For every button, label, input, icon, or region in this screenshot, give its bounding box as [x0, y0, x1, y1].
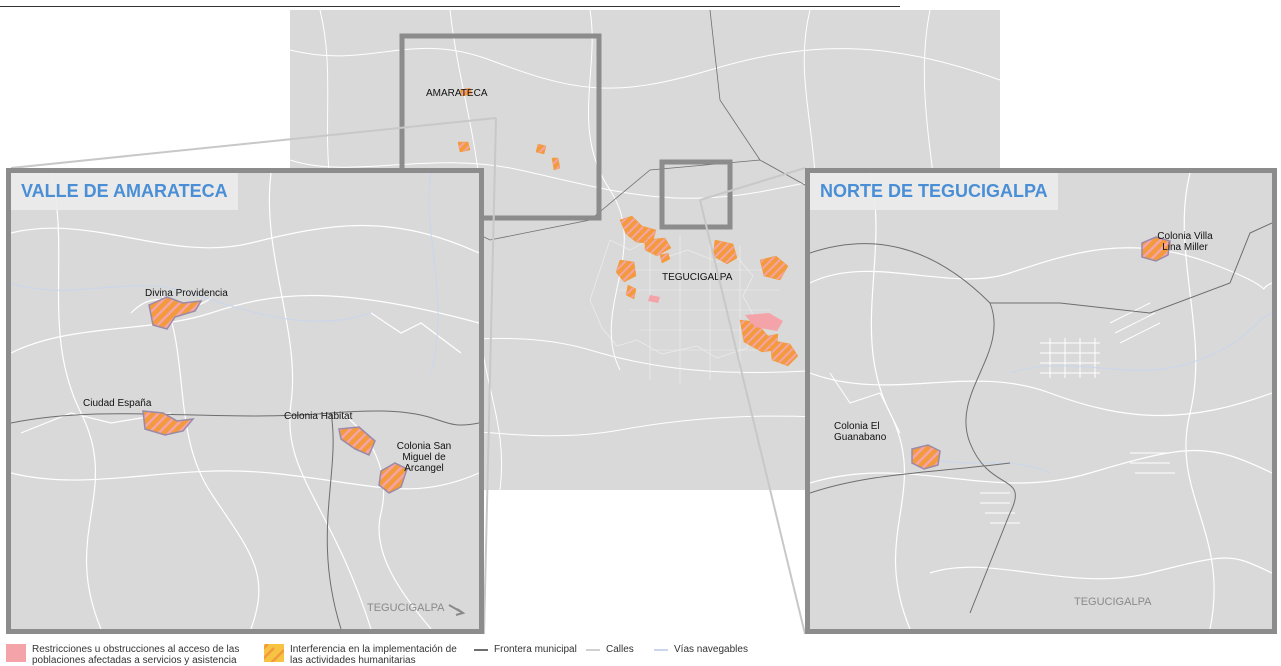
- legend-streets: Calles: [586, 644, 634, 655]
- legend-streets-line: [586, 649, 600, 651]
- inset-left-title: VALLE DE AMARATECA: [11, 173, 238, 210]
- legend: Restricciones u obstrucciones al acceso …: [6, 644, 1276, 666]
- legend-waterways-label: Vías navegables: [674, 644, 748, 655]
- legend-municipal-border: Frontera municipal: [474, 644, 577, 655]
- legend-waterways: Vías navegables: [654, 644, 748, 655]
- place-colonia-el-guanabano: Colonia El Guanabano: [834, 421, 887, 443]
- legend-border-label: Frontera municipal: [494, 644, 577, 655]
- legend-streets-label: Calles: [606, 644, 634, 655]
- map-label-tegucigalpa: TEGUCIGALPA: [662, 272, 733, 283]
- inset-norte-de-tegucigalpa[interactable]: NORTE DE TEGUCIGALPA Colonia Villa Lina …: [805, 168, 1277, 634]
- inset-valle-de-amarateca[interactable]: VALLE DE AMARATECA Divina Providencia Ci…: [6, 168, 484, 634]
- legend-interference: Interferencia en la implementación de la…: [264, 644, 464, 666]
- place-colonia-san-miguel: Colonia San Miguel de Arcangel: [396, 441, 452, 474]
- legend-restrictions: Restricciones u obstrucciones al acceso …: [6, 644, 254, 666]
- inset-right-roads: [810, 173, 1272, 629]
- map-label-amarateca: AMARATECA: [426, 88, 488, 99]
- top-rule: [0, 6, 900, 7]
- legend-interference-swatch: [264, 644, 284, 662]
- place-colonia-habitat: Colonia Habitat: [284, 411, 353, 422]
- legend-border-line: [474, 649, 488, 651]
- area-label-tegucigalpa: TEGUCIGALPA: [1074, 596, 1152, 608]
- direction-label-tegucigalpa: TEGUCIGALPA: [367, 602, 445, 614]
- legend-waterways-line: [654, 649, 668, 651]
- legend-restrictions-swatch: [6, 644, 26, 662]
- place-ciudad-espana: Ciudad España: [83, 398, 152, 409]
- place-divina-providencia: Divina Providencia: [145, 288, 228, 299]
- legend-interference-label: Interferencia en la implementación de la…: [290, 644, 457, 666]
- place-colonia-villa-lina-miller: Colonia Villa Lina Miller: [1157, 231, 1213, 253]
- inset-left-roads: [11, 173, 479, 629]
- legend-restrictions-label: Restricciones u obstrucciones al acceso …: [32, 644, 240, 666]
- inset-right-title: NORTE DE TEGUCIGALPA: [810, 173, 1058, 210]
